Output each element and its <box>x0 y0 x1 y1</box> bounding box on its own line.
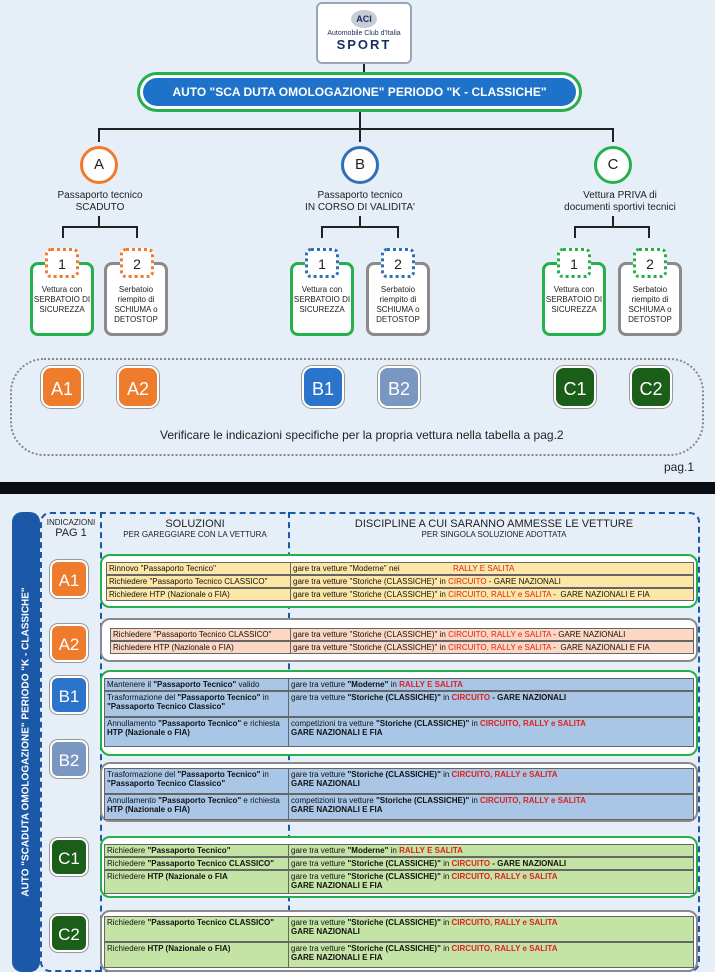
verify-note: Verificare le indicazioni specifiche per… <box>160 428 564 442</box>
option-number: 1 <box>45 248 79 278</box>
table-row: Richiedere "Passaporto Tecnico CLASSICO"… <box>106 575 694 588</box>
option-number: 2 <box>120 248 154 278</box>
connector <box>612 128 614 142</box>
results-container <box>10 358 704 456</box>
connector <box>98 128 100 142</box>
result-a1: A1 <box>41 366 83 408</box>
table-row: Annullamento "Passaporto Tecnico" e rich… <box>104 717 694 747</box>
result-a2: A2 <box>117 366 159 408</box>
table-row: Richiedere HTP (Nazionale o FIA)gare tra… <box>110 641 694 654</box>
table-row: Richiedere HTP (Nazionale o FIA)gare tra… <box>106 588 694 601</box>
badge-c2: C2 <box>50 914 88 952</box>
table-row: Richiedere "Passaporto Tecnico CLASSICO"… <box>110 628 694 641</box>
badge-b1: B1 <box>50 676 88 714</box>
result-c1: C1 <box>554 366 596 408</box>
branch-b-circle: B <box>341 146 379 184</box>
badge-c1: C1 <box>50 838 88 876</box>
page-number: pag.1 <box>664 460 695 474</box>
table-row: Annullamento "Passaporto Tecnico" e rich… <box>104 794 694 820</box>
table-row: Mantenere il "Passaporto Tecnico" valido… <box>104 678 694 691</box>
result-c2: C2 <box>630 366 672 408</box>
table-row: Richiedere HTP (Nazionale o FIA)gare tra… <box>104 942 694 968</box>
header-disciplines: DISCIPLINE A CUI SARANNO AMMESSE LE VETT… <box>354 518 634 539</box>
sidebar-title: AUTO "SCADUTA OMOLOGAZIONE" PERIODO "K -… <box>12 512 40 972</box>
option-number: 2 <box>381 248 415 278</box>
badge-b2: B2 <box>50 740 88 778</box>
connector <box>359 112 361 128</box>
option-number: 1 <box>557 248 591 278</box>
connector <box>363 64 365 72</box>
result-b1: B1 <box>302 366 344 408</box>
connector <box>359 128 361 142</box>
table-row: Richiedere "Passaporto Tecnico CLASSICO"… <box>104 916 694 942</box>
table-row: Richiedere "Passaporto Tecnico CLASSICO"… <box>104 857 694 870</box>
connector <box>98 128 614 130</box>
option-number: 1 <box>305 248 339 278</box>
badge-a1: A1 <box>50 560 88 598</box>
table-row: Richiedere "Passaporto Tecnico"gare tra … <box>104 844 694 857</box>
aci-sport-logo: ACI Automobile Club d'Italia SPORT <box>316 2 412 64</box>
branch-a-circle: A <box>80 146 118 184</box>
badge-a2: A2 <box>50 624 88 662</box>
option-number: 2 <box>633 248 667 278</box>
table-row: Trasformazione del "Passaporto Tecnico" … <box>104 768 694 794</box>
table-row: Rinnovo "Passaporto Tecnico"gare tra vet… <box>106 562 694 575</box>
branch-c-circle: C <box>594 146 632 184</box>
page-title: AUTO "SCA DUTA OMOLOGAZIONE" PERIODO "K … <box>137 72 582 112</box>
table-row: Trasformazione del "Passaporto Tecnico" … <box>104 691 694 717</box>
result-b2: B2 <box>378 366 420 408</box>
